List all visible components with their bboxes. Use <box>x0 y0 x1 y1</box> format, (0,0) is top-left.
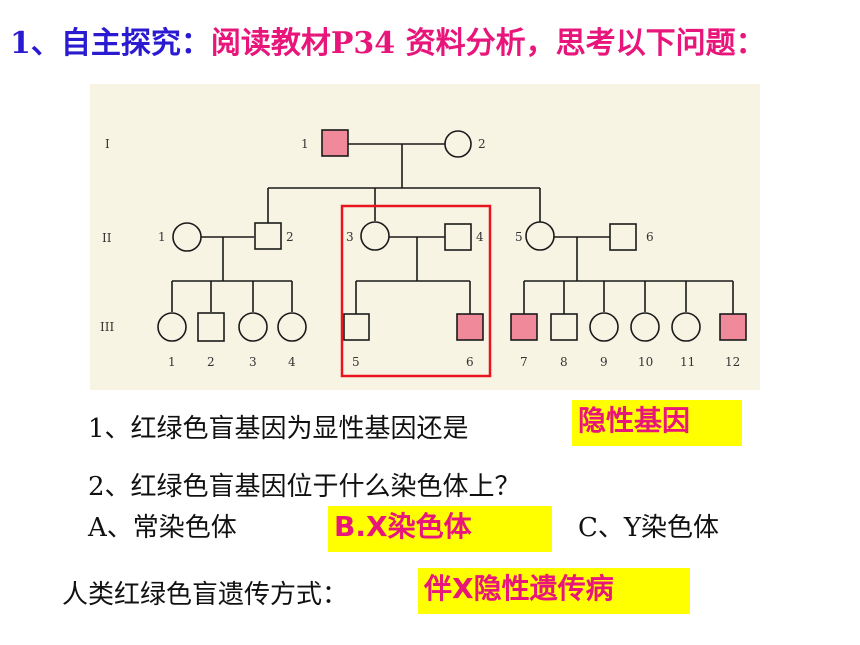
highlight-box <box>340 204 492 378</box>
label-ii3: 3 <box>346 230 354 244</box>
pedigree-lines <box>171 143 734 314</box>
individual-iii4-female <box>277 312 307 342</box>
label-iii10: 10 <box>638 355 653 369</box>
individual-iii9-female <box>589 312 619 342</box>
label-iii4: 4 <box>288 355 296 369</box>
label-i2: 2 <box>478 137 486 151</box>
pedigree-chart: I II III 1 2 1 2 3 4 5 6 1 2 3 4 5 6 7 8… <box>90 84 760 390</box>
label-iii3: 3 <box>249 355 257 369</box>
individual-iii2-male <box>197 312 225 342</box>
individual-iii1-female <box>157 312 187 342</box>
individual-ii1-female <box>172 222 202 252</box>
individual-iii10-female <box>630 312 660 342</box>
individual-ii3-female <box>360 221 390 251</box>
individual-iii6-affected-male <box>456 313 484 341</box>
heading-prefix: 1、自主探究： <box>10 26 211 61</box>
label-iii2: 2 <box>207 355 215 369</box>
individual-iii12-affected-male <box>719 313 747 341</box>
heading-task: 阅读教材P34 资料分析，思考以下问题： <box>210 26 766 61</box>
label-iii12: 12 <box>725 355 740 369</box>
individual-ii2-male <box>254 222 282 250</box>
label-iii6: 6 <box>466 355 474 369</box>
gen-label-1: I <box>105 137 110 151</box>
individual-ii4-male <box>444 223 472 251</box>
answer-3-box: 伴X隐性遗传病 <box>418 568 690 614</box>
label-iii5: 5 <box>352 355 360 369</box>
option-c: C、Y染色体 <box>578 513 720 543</box>
option-a: A、常染色体 <box>88 513 237 543</box>
individual-iii3-female <box>238 312 268 342</box>
label-ii4: 4 <box>476 230 484 244</box>
individual-i2-female <box>444 130 472 158</box>
question-1: 1、红绿色盲基因为显性基因还是 <box>88 414 469 444</box>
question-3: 人类红绿色盲遗传方式： <box>62 580 349 610</box>
answer-2-box: B.X染色体 <box>328 506 552 552</box>
label-iii11: 11 <box>680 355 695 369</box>
label-iii8: 8 <box>560 355 568 369</box>
label-iii7: 7 <box>520 355 528 369</box>
label-i1: 1 <box>301 137 309 151</box>
individual-iii8-male <box>550 313 578 341</box>
answer-1-box: 隐性基因 <box>572 400 742 446</box>
pedigree-svg: I II III 1 2 1 2 3 4 5 6 1 2 3 4 5 6 7 8… <box>100 129 747 378</box>
label-ii2: 2 <box>286 230 294 244</box>
individual-iii11-female <box>671 312 701 342</box>
gen-label-3: III <box>100 320 114 334</box>
individual-iii7-affected-male <box>510 313 538 341</box>
label-iii1: 1 <box>168 355 176 369</box>
individual-i1-affected-male <box>321 129 349 157</box>
label-ii1: 1 <box>158 230 166 244</box>
label-ii6: 6 <box>646 230 654 244</box>
individual-ii5-female <box>525 221 555 251</box>
label-iii9: 9 <box>600 355 608 369</box>
individual-ii6-male <box>609 223 637 251</box>
question-2: 2、红绿色盲基因位于什么染色体上？ <box>88 472 521 502</box>
label-ii5: 5 <box>515 230 523 244</box>
gen-label-2: II <box>102 231 112 245</box>
individual-iii5-male <box>343 313 370 341</box>
heading: 1、自主探究：阅读教材P34 资料分析，思考以下问题： <box>10 18 766 62</box>
